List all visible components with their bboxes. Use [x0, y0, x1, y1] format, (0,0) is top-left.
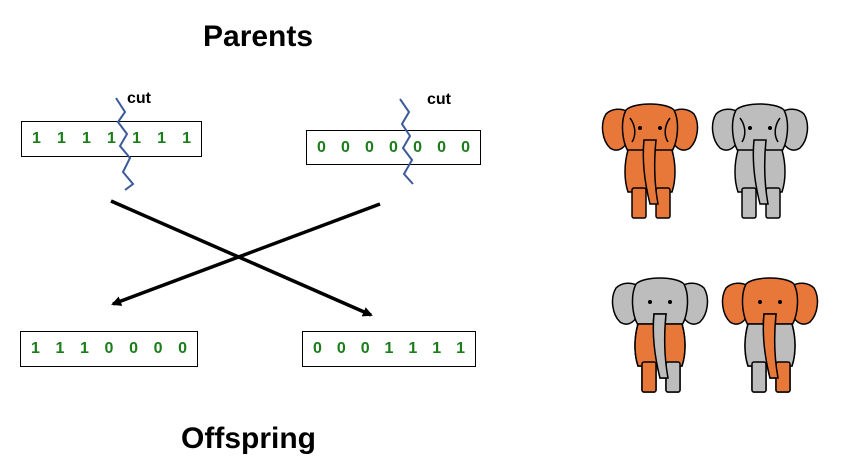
gene: 0: [153, 340, 163, 357]
offspring-title: Offspring: [181, 422, 316, 455]
gene: 0: [313, 340, 322, 357]
gene: 1: [456, 340, 465, 357]
crossover-arrow-to-right: [110, 199, 373, 317]
orange-elephant-icon: [601, 103, 699, 219]
cut-label-left: cut: [127, 90, 151, 107]
gene: 0: [389, 138, 398, 156]
gray-elephant-icon: [711, 103, 809, 219]
gene: 0: [360, 340, 370, 357]
cut-line-left: [115, 97, 135, 191]
crossover-arrow-to-left: [111, 202, 381, 306]
parents-title: Parents: [203, 20, 314, 53]
gene: 1: [132, 130, 141, 147]
gene: 0: [341, 138, 350, 156]
gene: 0: [437, 138, 446, 156]
gene: 1: [432, 340, 442, 357]
gene: 1: [31, 340, 40, 357]
cut-line-right: [399, 98, 414, 185]
gene: 0: [129, 340, 138, 357]
gene: 1: [32, 130, 41, 147]
gene: 0: [178, 340, 187, 357]
gene: 0: [317, 138, 326, 156]
gene: 0: [336, 340, 346, 357]
gene: 1: [80, 340, 89, 357]
gene: 0: [413, 138, 422, 156]
offspring-chromosome-1: 1 1 1 0 0 0 0: [20, 331, 198, 367]
gene: 0: [104, 340, 114, 357]
gene: 0: [365, 138, 374, 156]
gene: 1: [57, 130, 66, 147]
gene: 1: [107, 130, 116, 147]
mixed-gray-orange-elephant-icon: [611, 277, 709, 393]
cut-label-right: cut: [427, 91, 451, 108]
gene: 1: [82, 130, 91, 147]
offspring-chromosome-2: 0 0 0 1 1 1 1: [302, 331, 476, 367]
gene: 1: [408, 340, 418, 357]
parent-chromosome-2: 0 0 0 0 0 0 0: [306, 130, 481, 165]
gene: 1: [157, 130, 166, 147]
parent-chromosome-1: 1 1 1 1 1 1 1: [21, 121, 202, 157]
gene: 1: [384, 340, 394, 357]
gene: 1: [182, 130, 191, 147]
gene: 0: [461, 138, 470, 156]
mixed-orange-gray-elephant-icon: [721, 277, 819, 393]
gene: 1: [55, 340, 65, 357]
